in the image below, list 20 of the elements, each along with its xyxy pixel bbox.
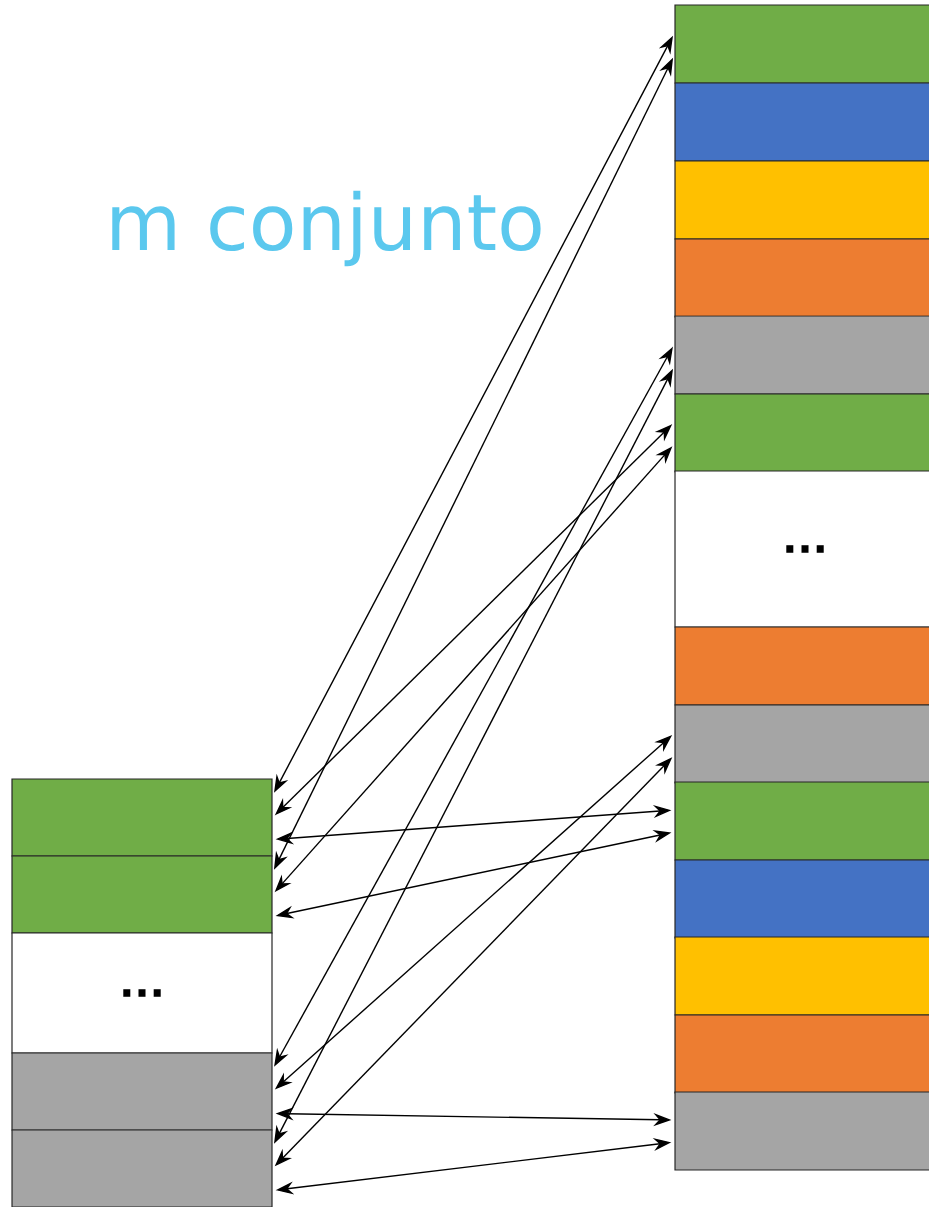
cell [11,778,273,857]
cell [674,238,929,318]
cell [674,1091,929,1171]
ellipsis-cell: ... [674,470,929,628]
cell [674,315,929,395]
cell [674,781,929,861]
cell [674,1014,929,1094]
cell [674,859,929,939]
ellipsis-cell: ... [11,932,273,1054]
cell [674,160,929,240]
cell [674,4,929,84]
cell [674,704,929,784]
cell [11,855,273,934]
cell [11,1129,273,1207]
cell [674,626,929,706]
cell [674,393,929,473]
cell [674,936,929,1016]
cell [11,1052,273,1131]
title: m conjunto [112,190,541,267]
cell [674,82,929,162]
